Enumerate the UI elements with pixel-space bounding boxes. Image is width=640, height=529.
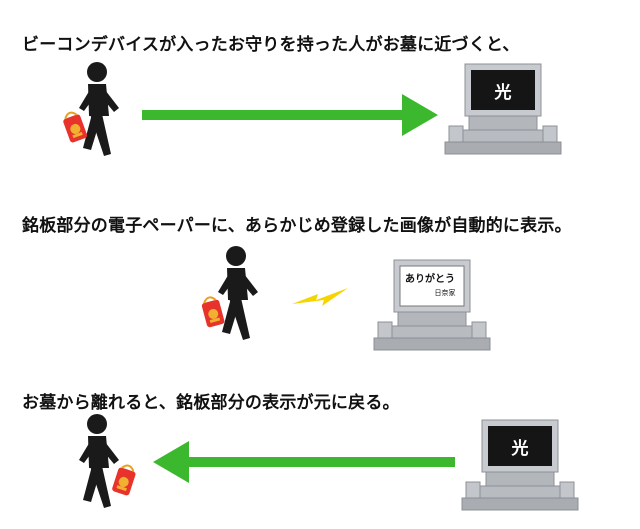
grave-plate-text-2a: ありがとう [405, 272, 455, 285]
step2-caption: 銘板部分の電子ペーパーに、あらかじめ登録した画像が自動的に表示。 [22, 216, 572, 236]
person-figure-2 [218, 246, 258, 340]
step1-caption: ビーコンデバイスが入ったお守りを持った人がお墓に近づくと、 [22, 35, 520, 55]
omamori-charm-1 [60, 108, 89, 145]
grave-plate-text-2b: 日奈家 [435, 288, 456, 297]
signal-lightning-icon [292, 288, 348, 306]
step3-caption: お墓から離れると、銘板部分の表示が元に戻る。 [22, 393, 400, 413]
grave-1 [445, 64, 561, 154]
grave-3 [462, 420, 578, 510]
arrow-left [153, 441, 455, 483]
person-figure-1 [79, 62, 119, 156]
arrow-right [142, 94, 438, 136]
omamori-charm-2 [199, 294, 227, 329]
grave-plate-text-1: 光 [494, 82, 512, 103]
person-figure-3 [79, 414, 119, 508]
omamori-charm-3 [110, 462, 139, 498]
grave-plate-text-3: 光 [511, 438, 529, 459]
